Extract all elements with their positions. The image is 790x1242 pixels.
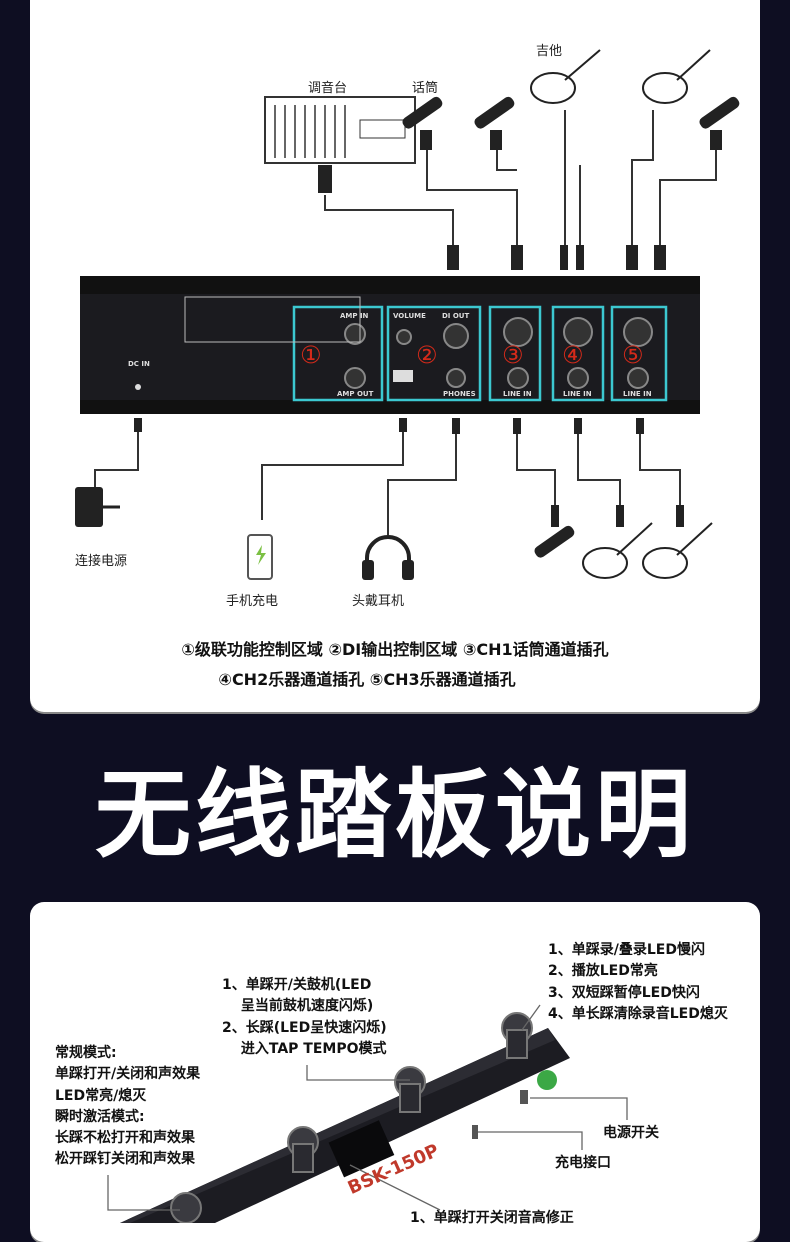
panel-label-amp-out: AMP OUT [337, 390, 374, 398]
pedal-display [328, 1120, 395, 1178]
zone-number-2: ② [416, 341, 438, 369]
headphones-icon [362, 535, 414, 580]
loop-notes: 1、单踩录/叠录LED慢闪 2、播放LED常亮 3、双短踩暂停LED快闪 4、单… [548, 940, 728, 1025]
loop-note: 1、单踩录/叠录LED慢闪 [548, 942, 705, 958]
label-microphone: 话筒 [412, 81, 439, 96]
panel-label-dc-in: DC IN [128, 360, 150, 368]
harmony-note: 松开踩钉关闭和声效果 [55, 1151, 195, 1168]
charge-port-label: 充电接口 [555, 1155, 611, 1171]
status-led-icon [537, 1070, 557, 1090]
panel-label-line-in-2: LINE IN [563, 390, 592, 398]
panel-label-line-in-1: LINE IN [503, 390, 532, 398]
phone-icon [247, 534, 273, 580]
harmony-note: LED常亮/熄灭 [55, 1087, 147, 1104]
mixer-icon [264, 96, 416, 193]
power-switch [520, 1090, 528, 1104]
label-mixer: 调音台 [308, 81, 348, 96]
zone-number-5: ⑤ [622, 341, 644, 369]
power-switch-label: 电源开关 [603, 1125, 659, 1141]
drum-note: 1、单踩开/关鼓机(LED [222, 977, 372, 993]
label-guitar: 吉他 [536, 44, 563, 59]
harmony-note: 瞬时激活模式: [55, 1108, 145, 1125]
panel-label-line-in-3: LINE IN [623, 390, 652, 398]
panel-label-di-out: DI OUT [442, 312, 470, 320]
legend-line-2: ④CH2乐器通道插孔 ⑤CH3乐器通道插孔 [218, 670, 516, 689]
drum-notes: 1、单踩开/关鼓机(LED 呈当前鼓机速度闪烁) 2、长踩(LED呈快速闪烁) … [222, 975, 387, 1060]
panel-label-phones: PHONES [443, 390, 476, 398]
panel-label-amp-in: AMP IN [340, 312, 369, 320]
amp-rear-panel [80, 276, 700, 414]
footswitch-icons [170, 1012, 533, 1223]
pitch-note: 1、单踩打开关闭音高修正 [410, 1210, 574, 1226]
power-adapter-icon [75, 487, 103, 527]
loop-note: 3、双短踩暂停LED快闪 [548, 984, 700, 1001]
legend-line-1: ①级联功能控制区域 ②DI输出控制区域 ③CH1话筒通道插孔 [181, 640, 609, 659]
section-title: 无线踏板说明 [95, 759, 695, 871]
charge-port [472, 1125, 478, 1139]
harmony-note: 常规模式: [55, 1045, 117, 1061]
zone-number-1: ① [300, 341, 322, 369]
drum-note: 进入TAP TEMPO模式 [222, 1040, 387, 1057]
harmony-note: 单踩打开/关闭和声效果 [55, 1066, 201, 1083]
pedal-card [30, 902, 760, 1242]
zone-number-3: ③ [502, 341, 524, 369]
panel-label-volume: VOLUME [393, 312, 426, 320]
label-phone-charge: 手机充电 [226, 594, 279, 609]
zone-number-4: ④ [562, 341, 584, 369]
loop-note: 4、单长踩清除录音LED熄灭 [548, 1005, 728, 1022]
pedal-body [120, 1028, 570, 1223]
drum-note: 呈当前鼓机速度闪烁) [222, 998, 374, 1015]
harmony-notes: 常规模式: 单踩打开/关闭和声效果 LED常亮/熄灭 瞬时激活模式: 长踩不松打… [55, 1043, 200, 1171]
harmony-note: 长踩不松打开和声效果 [55, 1130, 195, 1147]
microphone-icons [134, 96, 740, 558]
label-power: 连接电源 [75, 554, 128, 569]
guitar-icons [530, 49, 713, 579]
label-headphones: 头戴耳机 [352, 594, 405, 609]
loop-note: 2、播放LED常亮 [548, 963, 658, 980]
drum-note: 2、长踩(LED呈快速闪烁) [222, 1019, 387, 1036]
